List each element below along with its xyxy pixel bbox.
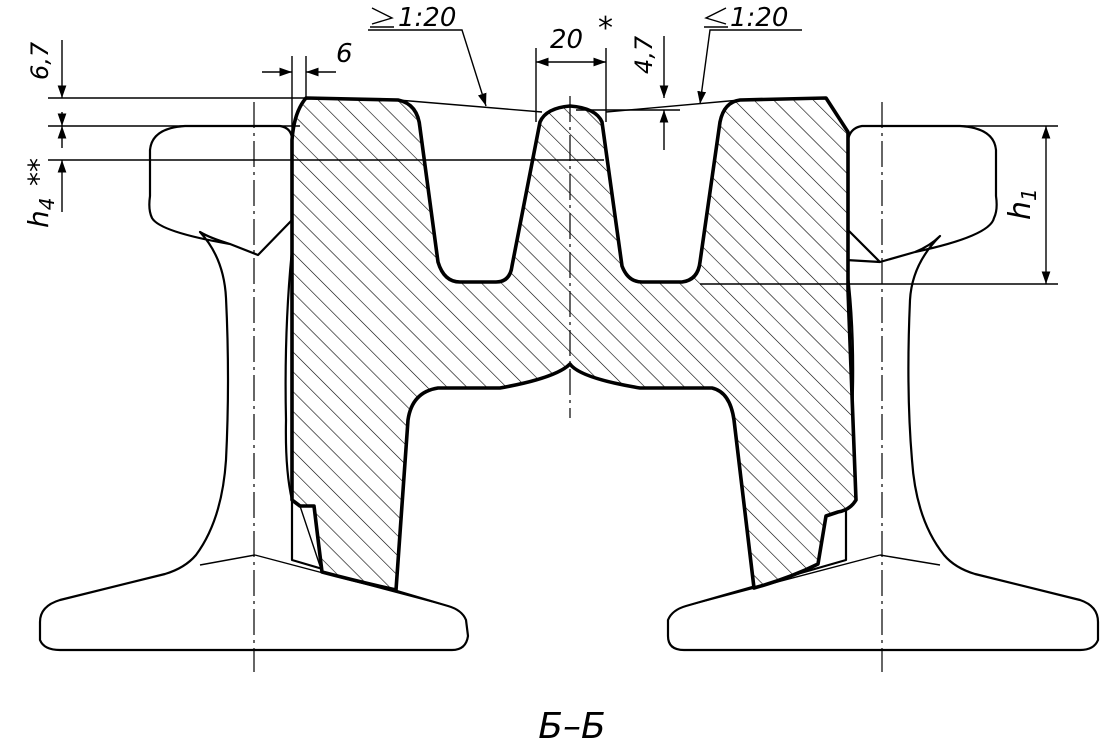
- right-rail-edge: [879, 554, 941, 566]
- dimension-h1: h1: [1003, 126, 1051, 284]
- double-star-label: **: [22, 158, 55, 186]
- dimension-47: 4,7: [630, 35, 669, 150]
- star-label: *: [598, 11, 613, 46]
- slope-right-label: 1:20: [730, 3, 788, 33]
- dimension-20: 20 *: [535, 11, 613, 122]
- slope-left-label: 1:20: [398, 3, 456, 33]
- slope-left-callout: 1:20: [368, 3, 487, 107]
- dim-6-label: 6: [336, 39, 353, 69]
- left-leg-detail: [299, 505, 323, 573]
- slope-right-callout: 1:20: [697, 3, 802, 105]
- slope-line: [605, 99, 741, 113]
- section-label: Б–Б: [538, 706, 605, 745]
- hatched-guard-section: [290, 96, 858, 592]
- slope-symbol: [370, 7, 394, 28]
- dim-20-label: 20: [550, 25, 583, 55]
- leader-line: [368, 29, 487, 107]
- right-leg-detail: [817, 515, 827, 565]
- dim-67-label: 6,7: [26, 41, 54, 80]
- leader-line: [697, 29, 802, 105]
- dimension-left-vertical: 6,7 ** h4: [22, 40, 67, 228]
- right-rail-profile: [666, 124, 1100, 652]
- dimension-6: 6: [262, 39, 353, 140]
- dim-47-label: 4,7: [630, 35, 658, 74]
- slope-symbol: [704, 7, 728, 28]
- h1-label: h1: [1003, 188, 1041, 220]
- slope-line: [397, 99, 543, 113]
- h4-label: h4: [22, 198, 59, 228]
- left-rail-edge: [199, 554, 256, 566]
